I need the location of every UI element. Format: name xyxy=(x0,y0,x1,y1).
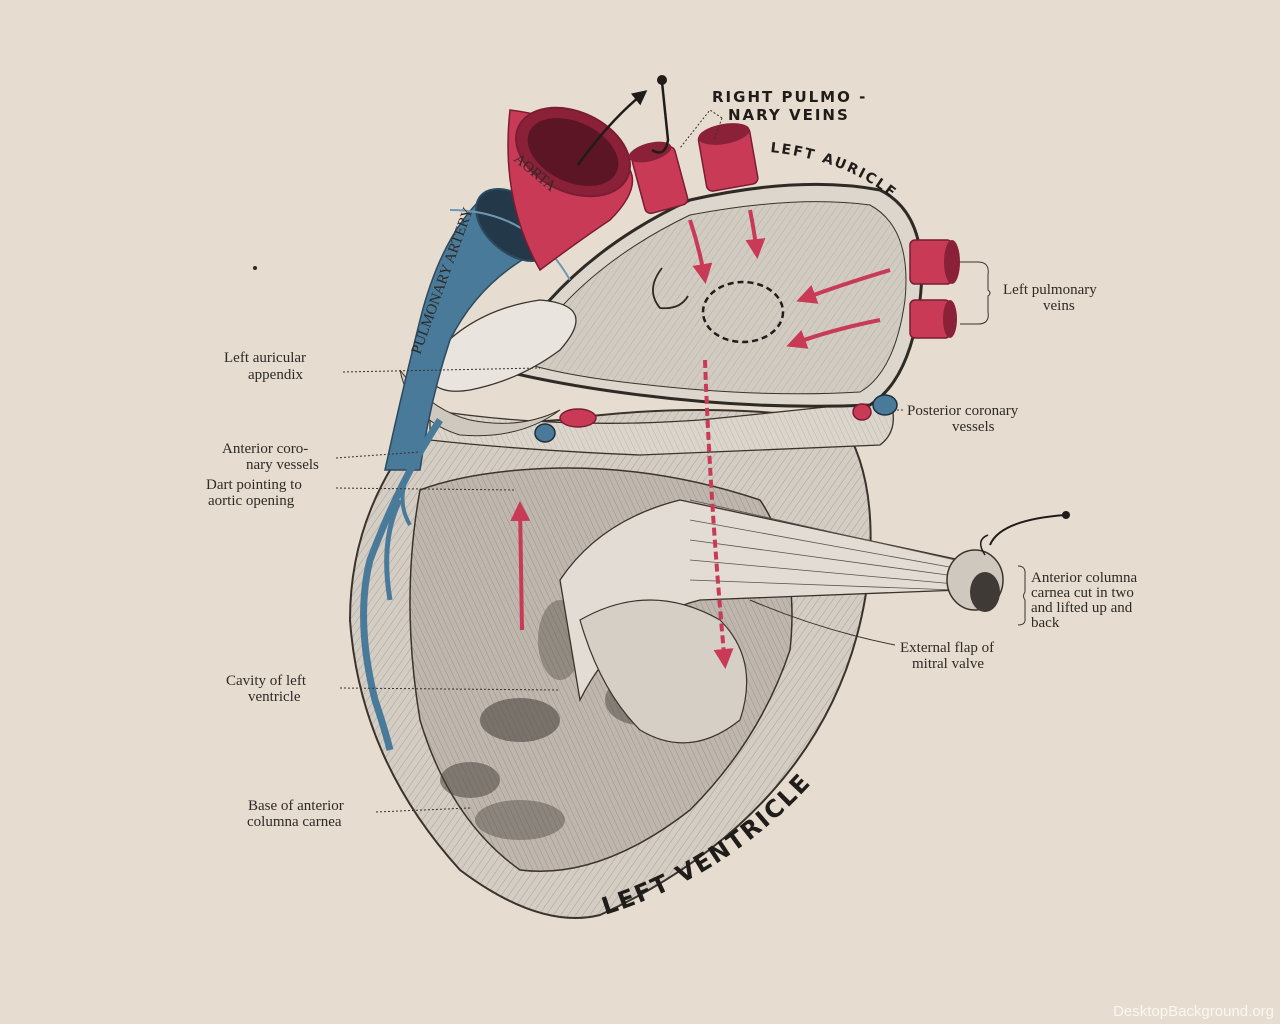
svg-text:External flap of: External flap of xyxy=(900,640,994,656)
svg-text:Base of anterior: Base of anterior xyxy=(248,798,344,814)
svg-text:carnea cut in two: carnea cut in two xyxy=(1031,585,1134,601)
mitral-valve-flap xyxy=(579,599,748,744)
aorta: AORTA xyxy=(507,106,634,272)
watermark: DesktopBackground.org xyxy=(1113,1003,1274,1020)
caption-right-pulmonary-veins-2: NARY VEINS xyxy=(728,106,850,124)
label-anterior-coronary-vessels: Anterior coro- nary vessels xyxy=(222,441,421,473)
right-pulmonary-veins xyxy=(628,75,759,215)
svg-text:Dart pointing to: Dart pointing to xyxy=(206,477,302,493)
svg-text:Left pulmonary: Left pulmonary xyxy=(1003,282,1097,298)
aorta-exit-arrow xyxy=(576,90,648,166)
label-posterior-coronary-vessels: Posterior coronary vessels xyxy=(897,403,1019,435)
svg-text:aortic opening: aortic opening xyxy=(208,493,295,509)
svg-text:Left auricular: Left auricular xyxy=(224,350,306,366)
leader-right-pulmonary-veins xyxy=(679,109,723,149)
papillary-muscle xyxy=(559,499,1070,703)
left-pulmonary-veins xyxy=(909,239,960,339)
ink-dot xyxy=(253,266,257,270)
svg-text:Cavity of left: Cavity of left xyxy=(226,673,307,689)
svg-text:columna carnea: columna carnea xyxy=(247,814,342,830)
svg-text:veins: veins xyxy=(1043,298,1075,314)
label-base-anterior-columna: Base of anterior columna carnea xyxy=(247,798,471,830)
label-anterior-columna: Anterior columna carnea cut in two and l… xyxy=(1017,565,1138,631)
label-dart-pointing: Dart pointing to aortic opening xyxy=(206,477,516,509)
left-auricle xyxy=(497,182,924,408)
left-auricular-appendix xyxy=(429,299,577,392)
label-left-auricular-appendix: Left auricular appendix xyxy=(224,350,541,383)
svg-text:and lifted up and: and lifted up and xyxy=(1031,600,1133,616)
svg-text:mitral valve: mitral valve xyxy=(912,656,984,672)
anterior-coronary-vessels xyxy=(360,418,443,751)
posterior-coronary-vessels xyxy=(534,394,898,443)
label-external-flap: External flap of mitral valve xyxy=(749,599,994,672)
svg-text:vessels: vessels xyxy=(952,419,995,435)
blood-flow-arrows xyxy=(510,209,891,669)
svg-text:ventricle: ventricle xyxy=(248,689,301,705)
svg-text:back: back xyxy=(1031,615,1060,631)
svg-text:Posterior coronary: Posterior coronary xyxy=(907,403,1019,419)
label-cavity-left-ventricle: Cavity of left ventricle xyxy=(226,673,561,705)
svg-text:appendix: appendix xyxy=(248,367,303,383)
svg-text:Anterior columna: Anterior columna xyxy=(1031,570,1138,586)
svg-text:Anterior coro-: Anterior coro- xyxy=(222,441,308,457)
caption-right-pulmonary-veins-1: RIGHT PULMO - xyxy=(712,88,867,106)
label-left-pulmonary-veins: Left pulmonary veins xyxy=(960,261,1097,325)
svg-text:nary vessels: nary vessels xyxy=(246,457,319,473)
